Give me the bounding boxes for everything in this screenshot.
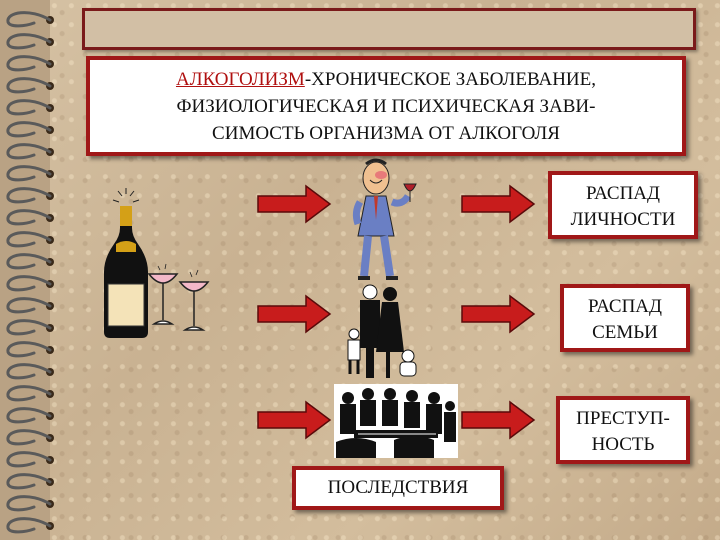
result-personality-decay: РАСПАД ЛИЧНОСТИ xyxy=(548,171,698,239)
arrow-right-icon xyxy=(256,294,332,334)
wine-glasses-icon xyxy=(146,262,216,334)
arrow-right-icon xyxy=(460,184,536,224)
result-line-2: НОСТЬ xyxy=(560,432,686,458)
consequences-label: ПОСЛЕДСТВИЯ xyxy=(292,466,504,510)
definition-term: АЛКОГОЛИЗМ xyxy=(176,69,305,90)
definition-line-1: АЛКОГОЛИЗМ-ХРОНИЧЕСКОЕ ЗАБОЛЕВАНИЕ, xyxy=(90,66,682,93)
family-icon xyxy=(344,282,420,382)
spiral-binding-icon xyxy=(0,0,64,540)
result-line-2: СЕМЬИ xyxy=(564,320,686,346)
arrow-right-icon xyxy=(460,400,536,440)
result-line-1: ПРЕСТУП- xyxy=(560,406,686,432)
definition-box: АЛКОГОЛИЗМ-ХРОНИЧЕСКОЕ ЗАБОЛЕВАНИЕ, ФИЗИ… xyxy=(86,56,686,156)
result-line-1: РАСПАД xyxy=(552,181,694,207)
definition-line-2: ФИЗИОЛОГИЧЕСКАЯ И ПСИХИЧЕСКАЯ ЗАВИ- xyxy=(90,93,682,120)
result-crime: ПРЕСТУП- НОСТЬ xyxy=(556,396,690,464)
definition-rest: -ХРОНИЧЕСКОЕ ЗАБОЛЕВАНИЕ, xyxy=(305,69,596,90)
arrow-right-icon xyxy=(460,294,536,334)
title-box xyxy=(82,8,696,50)
result-family-decay: РАСПАД СЕМЬИ xyxy=(560,284,690,352)
gang-meeting-icon xyxy=(334,384,458,458)
arrow-right-icon xyxy=(256,184,332,224)
definition-line-3: СИМОСТЬ ОРГАНИЗМА ОТ АЛКОГОЛЯ xyxy=(90,120,682,147)
drunk-man-icon xyxy=(348,158,428,284)
arrow-right-icon xyxy=(256,400,332,440)
result-line-2: ЛИЧНОСТИ xyxy=(552,207,694,233)
result-line-1: РАСПАД xyxy=(564,294,686,320)
